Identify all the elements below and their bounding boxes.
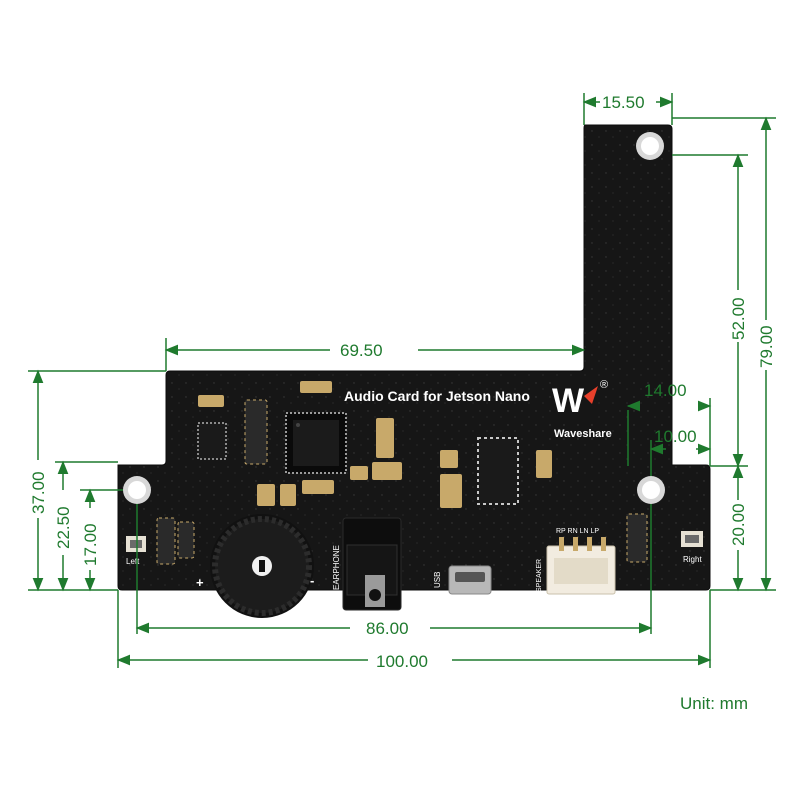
- logo-glyph: W: [552, 382, 585, 420]
- microphone-right: [681, 531, 703, 547]
- dimension-lines: [28, 93, 776, 668]
- dim-top-width: 15.50: [602, 93, 645, 112]
- dim-hole-span: 86.00: [366, 619, 409, 638]
- smd-components: [156, 381, 648, 565]
- mounting-hole-right: [637, 476, 665, 504]
- audio-codec-ic: [285, 412, 347, 474]
- dim-step-width: 69.50: [340, 341, 383, 360]
- mounting-hole-left: [123, 476, 151, 504]
- pcb-board: [117, 124, 711, 591]
- label-earphone: EARPHONE: [332, 545, 341, 590]
- amplifier-chip: [477, 437, 519, 505]
- board-title: Audio Card for Jetson Nano: [344, 388, 530, 404]
- dim-left-mid-height: 22.50: [54, 506, 73, 549]
- earphone-jack: [342, 517, 402, 611]
- volume-knob: [210, 514, 314, 618]
- speaker-connector: [546, 537, 616, 595]
- label-left: Left: [126, 557, 140, 566]
- label-speaker-pins: RP RN LN LP: [556, 528, 599, 535]
- dim-upper-height: 52.00: [729, 297, 748, 340]
- brand-name: Waveshare: [554, 428, 612, 440]
- eeprom-chip: [197, 422, 227, 460]
- microphone-left: [126, 536, 146, 552]
- registered-mark: ®: [600, 379, 608, 391]
- dim-right-bottom-height: 20.00: [729, 503, 748, 546]
- label-speaker: SPEAKER: [536, 559, 543, 592]
- label-plus: +: [196, 575, 204, 590]
- unit-label: Unit: mm: [680, 694, 748, 713]
- dim-left-height: 37.00: [29, 471, 48, 514]
- dim-left-hole-height: 17.00: [81, 523, 100, 566]
- dim-total-width: 100.00: [376, 652, 428, 671]
- mounting-hole-top: [636, 132, 664, 160]
- usb-port: [448, 565, 492, 595]
- dim-right-step: 14.00: [644, 381, 687, 400]
- label-usb: USB: [433, 572, 442, 588]
- label-right: Right: [683, 555, 702, 564]
- dim-total-height: 79.00: [757, 325, 776, 368]
- waveshare-logo: W ®: [552, 378, 608, 420]
- label-minus: -: [310, 573, 314, 588]
- dim-right-hole-offset: 10.00: [654, 427, 697, 446]
